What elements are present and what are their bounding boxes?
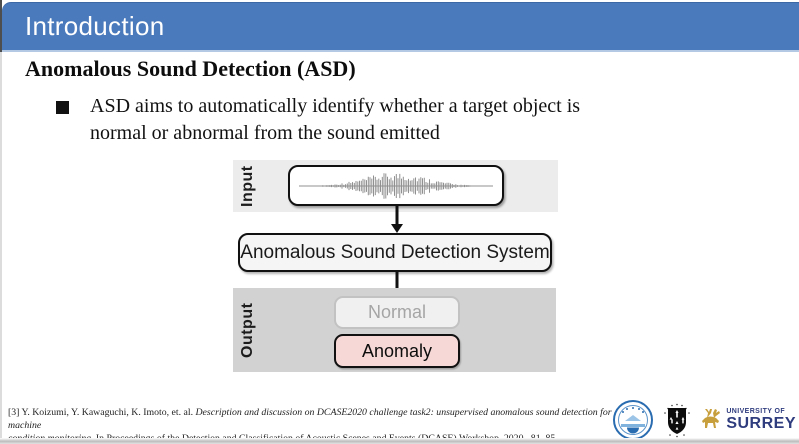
- page-title: Introduction: [25, 11, 165, 41]
- bullet-text-line1: ASD aims to automatically identify wheth…: [90, 95, 581, 117]
- logo-strip: UNIVERSITY OF SURREY: [613, 399, 796, 440]
- diagram-input-band: Input: [233, 160, 558, 212]
- citation-authors: [3] Y. Koizumi, Y. Kawaguchi, K. Imoto, …: [8, 407, 196, 418]
- bullet-text: ASD aims to automatically identify wheth…: [90, 93, 580, 147]
- normal-result-box: Normal: [334, 296, 460, 329]
- surrey-wordmark: UNIVERSITY OF SURREY: [726, 408, 796, 432]
- asd-system-label: Anomalous Sound Detection System: [240, 241, 550, 263]
- slide-left-edge-bottom: [0, 52, 2, 444]
- waveform-icon: [299, 172, 493, 199]
- header-divider: [2, 50, 799, 52]
- slide-header-bar: Introduction: [2, 2, 799, 50]
- surrey-line2: SURREY: [726, 414, 796, 432]
- surrey-stag-icon: [702, 409, 721, 428]
- anomaly-result-box: Anomaly: [334, 334, 460, 368]
- slide-heading: Anomalous Sound Detection (ASD): [25, 56, 356, 81]
- arrow-down-icon-1: [391, 206, 403, 233]
- surrey-logo: UNIVERSITY OF SURREY: [701, 406, 796, 433]
- citation-title-part1: Description and discussion on DCASE2020 …: [8, 407, 612, 431]
- input-label: Input: [239, 165, 256, 207]
- slide-left-edge-top: [0, 0, 2, 52]
- asd-system-box: Anomalous Sound Detection System: [238, 233, 552, 272]
- surrey-line1: UNIVERSITY OF: [726, 407, 786, 415]
- diagram-output-band: Output Normal Anomaly: [233, 288, 556, 372]
- citation-line1: [3] Y. Koizumi, Y. Kawaguchi, K. Imoto, …: [8, 406, 643, 432]
- university-shield-logo: [664, 403, 691, 437]
- university-emblem-logo: [613, 399, 654, 440]
- slide-bottom-edge: [0, 438, 799, 444]
- output-label: Output: [239, 302, 256, 358]
- bullet-text-line2: normal or abnormal from the sound emitte…: [90, 122, 440, 144]
- waveform-box: [288, 165, 504, 206]
- bullet-square-icon: [56, 101, 69, 114]
- bullet-item: ASD aims to automatically identify wheth…: [56, 93, 580, 147]
